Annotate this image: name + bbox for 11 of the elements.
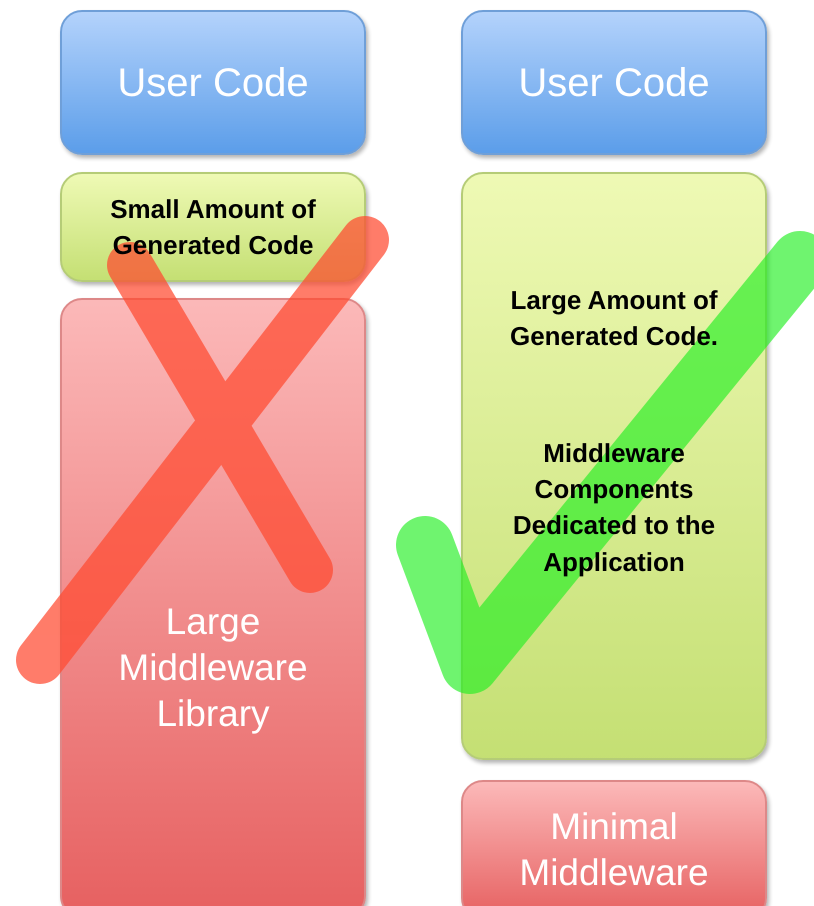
box-label: Small Amount of Generated Code: [109, 192, 317, 262]
box-label: Minimal Middleware: [518, 804, 710, 895]
box-label: User Code: [117, 60, 309, 106]
process-box: [461, 780, 767, 906]
process-box: [461, 10, 767, 155]
box-label: User Code: [518, 60, 710, 106]
process-box: [461, 172, 767, 760]
box-label: Middleware Components Dedicated to the Application: [512, 436, 716, 579]
process-box: [60, 10, 366, 155]
box-label: Large Amount of Generated Code.: [508, 284, 720, 354]
box-label: Large Middleware Library: [117, 600, 309, 736]
